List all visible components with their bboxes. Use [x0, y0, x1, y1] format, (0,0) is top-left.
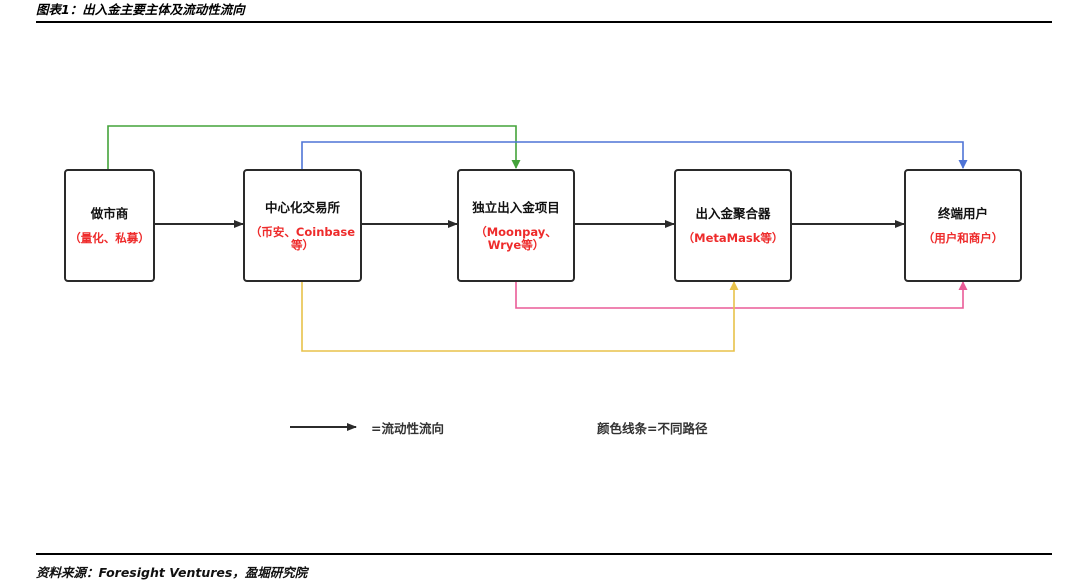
- node-end-user-sub: （用户和商户）: [922, 231, 1004, 245]
- node-cex: 中心化交易所 （币安、Coinbase等）: [243, 169, 362, 282]
- figure-title: 图表1：出入金主要主体及流动性流向: [36, 2, 245, 17]
- node-market-maker-name: 做市商: [90, 206, 129, 221]
- figure-source: 资料来源：Foresight Ventures，盈堀研究院: [36, 565, 308, 580]
- pink-path-onramp-to-enduser: [515, 281, 968, 309]
- node-market-maker-sub: （量化、私募）: [69, 231, 150, 245]
- node-end-user: 终端用户 （用户和商户）: [904, 169, 1022, 282]
- node-end-user-name: 终端用户: [937, 206, 988, 221]
- node-onramp-name: 独立出入金项目: [472, 199, 560, 215]
- green-path-mm-to-onramp: [107, 125, 521, 169]
- node-onramp-sub: （Moonpay、Wrye等）: [475, 224, 557, 252]
- legend-color-label: 颜色线条=不同路径: [597, 421, 708, 436]
- node-aggregator-sub: （MetaMask等）: [682, 231, 784, 245]
- legend-arrow-label: =流动性流向: [371, 421, 444, 436]
- node-market-maker: 做市商 （量化、私募）: [64, 169, 155, 282]
- node-cex-name: 中心化交易所: [264, 199, 340, 215]
- node-onramp: 独立出入金项目 （Moonpay、Wrye等）: [457, 169, 575, 282]
- node-aggregator: 出入金聚合器 （MetaMask等）: [674, 169, 792, 282]
- yellow-path-cex-to-aggregator: [301, 281, 739, 352]
- blue-path-cex-to-enduser: [301, 141, 968, 169]
- node-aggregator-name: 出入金聚合器: [695, 206, 771, 221]
- top-rule: [36, 21, 1052, 23]
- bottom-rule: [36, 553, 1052, 555]
- node-cex-sub: （币安、Coinbase等）: [249, 224, 356, 252]
